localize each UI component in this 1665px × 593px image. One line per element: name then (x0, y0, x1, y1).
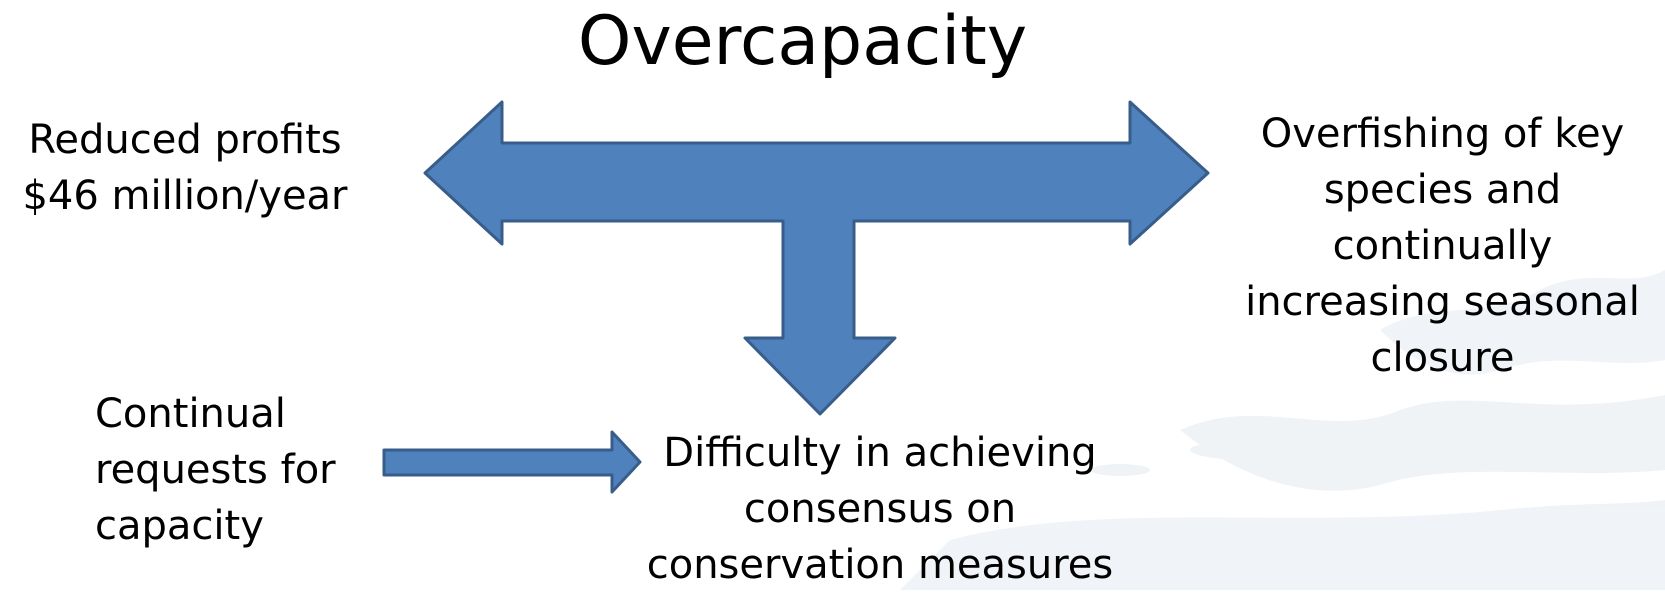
label-line: Reduced profits (28, 117, 342, 163)
label-continual-requests: Continual requests for capacity (95, 386, 395, 554)
label-line: requests for (95, 447, 336, 493)
t-shaped-arrow (423, 100, 1210, 416)
right-arrow-small (382, 430, 642, 494)
label-difficulty-consensus: Difficulty in achieving consensus on con… (630, 425, 1130, 593)
label-line: species and (1323, 167, 1562, 213)
slide-title: Overcapacity (0, 2, 1665, 82)
label-reduced-profits: Reduced profits $46 million/year (10, 112, 360, 224)
label-line: increasing seasonal (1245, 279, 1640, 325)
label-line: consensus on (743, 486, 1017, 532)
label-overfishing: Overfishing of key species and continual… (1220, 106, 1665, 386)
slide-title-text: Overcapacity (577, 2, 1028, 81)
label-line: $46 million/year (22, 173, 348, 219)
label-line: conservation measures (646, 542, 1114, 588)
label-line: capacity (95, 503, 264, 549)
label-line: Difficulty in achieving (663, 430, 1097, 476)
label-line: Overfishing of key (1260, 111, 1625, 157)
label-line: closure (1370, 335, 1515, 381)
label-line: continually (1332, 223, 1553, 269)
label-line: Continual (95, 391, 286, 437)
